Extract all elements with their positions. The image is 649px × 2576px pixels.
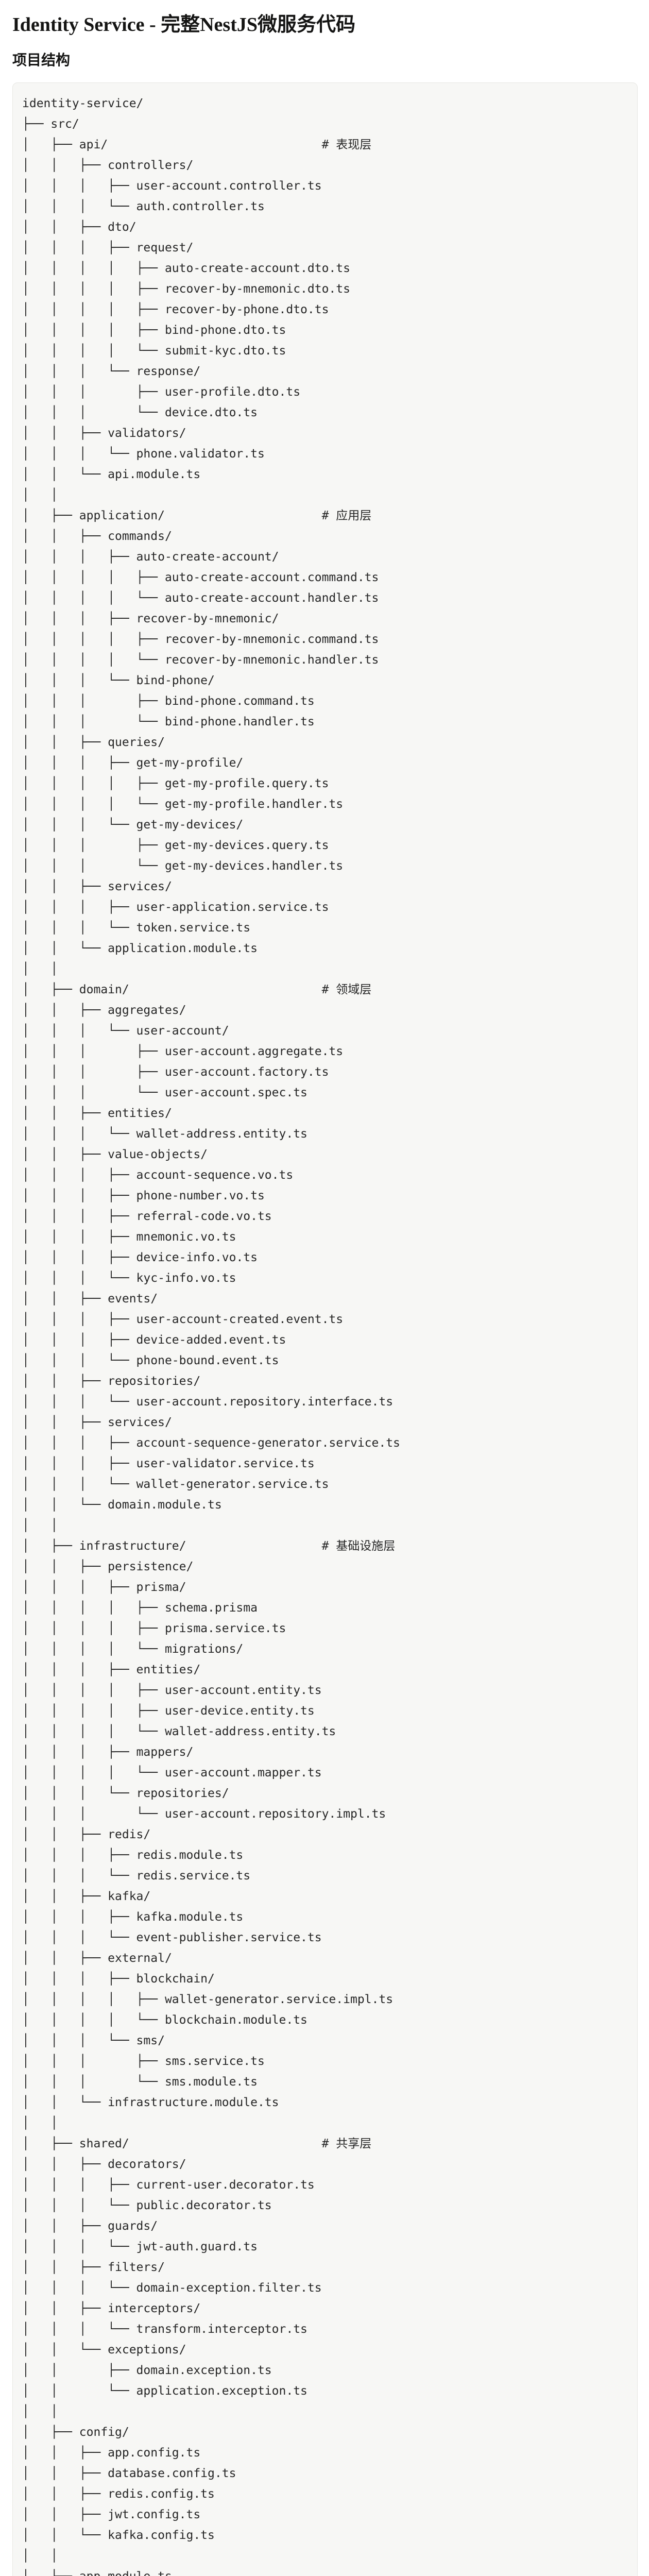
code-block: identity-service/ ├── src/ │ ├── api/ # … xyxy=(12,82,638,2576)
page-title: Identity Service - 完整NestJS微服务代码 xyxy=(12,14,355,36)
section-heading-project-structure: 项目结构 xyxy=(12,53,71,69)
file-tree: identity-service/ ├── src/ │ ├── api/ # … xyxy=(22,97,400,2576)
